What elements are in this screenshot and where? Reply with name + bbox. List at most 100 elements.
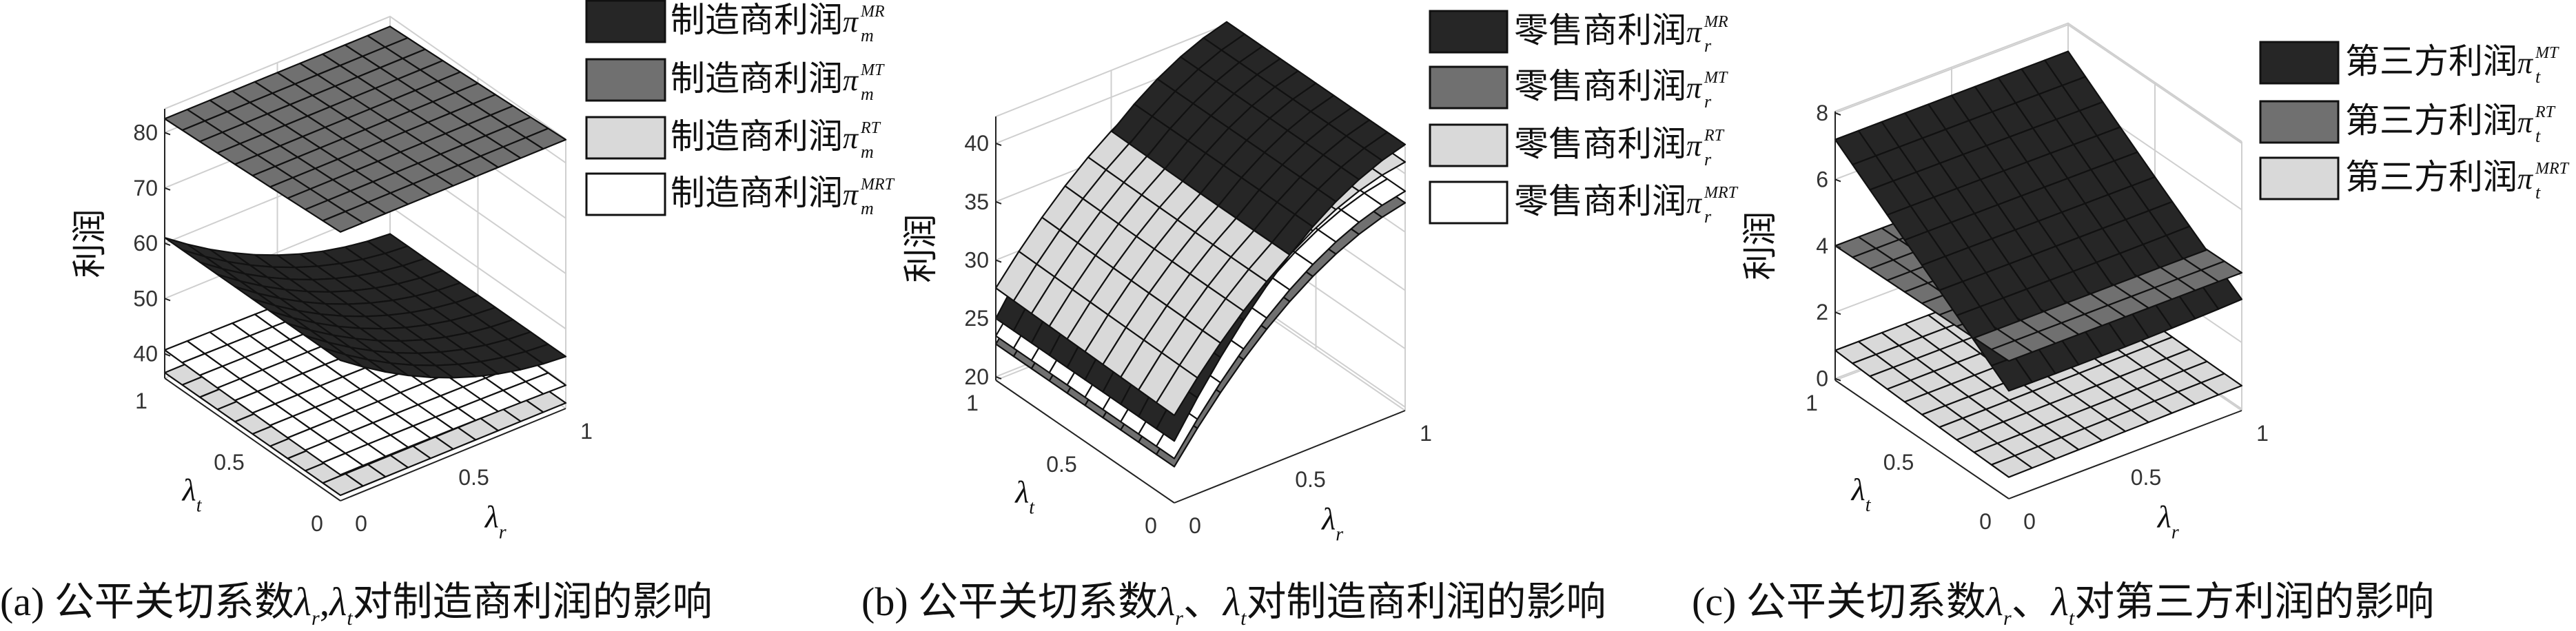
z-tick-label: 80 [133, 120, 158, 145]
caption-sub2: t [347, 607, 353, 630]
z-tick-label: 6 [1816, 167, 1828, 192]
caption-sub1: r [2003, 607, 2012, 630]
z-tick-label: 70 [133, 176, 158, 200]
z-axis-label: 利润 [901, 214, 940, 283]
legend-subscript: r [1704, 207, 1712, 227]
legend-swatch [1429, 180, 1509, 225]
lambda-t-axis [995, 380, 1175, 504]
lambda-r-tick-label: 0 [2023, 509, 2036, 534]
caption-sub2: t [1240, 607, 1247, 630]
lambda-symbol: λ [1014, 475, 1029, 510]
legend-swatch [2259, 100, 2340, 144]
legend-superscript: RT [860, 119, 881, 137]
legend-label: 第三方利润 [2345, 42, 2517, 81]
z-tick-label: 60 [133, 231, 158, 256]
pi-symbol: π [1686, 71, 1703, 105]
legend-swatch [585, 172, 666, 216]
legend-swatch [585, 116, 666, 160]
z-axis-label: 利润 [1741, 211, 1779, 280]
axis-subscript: t [1029, 497, 1035, 519]
legend-label: 零售商利润 [1514, 67, 1686, 105]
figure-caption: (c) 公平关切系数λr、λt对第三方利润的影响 [1692, 579, 2434, 630]
lambda-r-axis-label: λr [2156, 499, 2179, 544]
caption-text2: 对制造商利润的影响 [353, 579, 713, 624]
legend-superscript: RT [2535, 103, 2556, 121]
caption-var2: λ [2050, 579, 2069, 624]
axis-subscript: t [1865, 495, 1872, 516]
z-tick-label: 35 [964, 189, 989, 214]
lambda-symbol: λ [181, 473, 196, 508]
z-tick [164, 298, 171, 302]
z-tick [164, 132, 171, 136]
surface-cell-mrt [322, 452, 364, 476]
lambda-t-tick-label: 0.5 [1046, 452, 1076, 477]
caption-sub2: t [2069, 607, 2075, 630]
legend-superscript: MRT [2535, 160, 2570, 178]
legend-subscript: t [2535, 183, 2541, 203]
legend-superscript: MRT [860, 176, 895, 194]
lambda-symbol: λ [1320, 501, 1336, 536]
z-tick-label: 25 [964, 306, 989, 331]
legend-superscript: MT [860, 61, 885, 79]
caption-label: (c) [1692, 579, 1746, 624]
legend-swatch [1429, 65, 1509, 110]
z-tick-label: 20 [964, 364, 989, 389]
lambda-r-tick-label: 0 [1189, 513, 1201, 538]
z-tick [1834, 245, 1841, 249]
z-tick [995, 143, 1002, 147]
surface-cell-mr [322, 347, 364, 368]
pi-symbol: π [843, 178, 859, 211]
legend-label: 制造商利润 [671, 1, 843, 39]
legend-subscript: t [2535, 67, 2541, 87]
pi-symbol: π [843, 121, 859, 155]
lambda-t-tick-label: 0 [1979, 509, 1992, 534]
z-tick-label: 4 [1816, 234, 1828, 258]
legend-swatch [585, 0, 666, 43]
z-tick [164, 187, 171, 191]
legend-subscript: t [2535, 126, 2541, 146]
caption-label: (b) [861, 579, 918, 624]
legend-superscript: MR [1704, 13, 1728, 31]
lambda-r-tick-label: 0.5 [1295, 467, 1325, 492]
lambda-r-tick-label: 0.5 [458, 465, 489, 490]
z-tick-label: 40 [964, 131, 989, 156]
z-tick [995, 318, 1002, 322]
legend-subscript: r [1704, 36, 1712, 56]
legend-label: 制造商利润 [671, 59, 843, 98]
lambda-t-axis [1834, 380, 2010, 499]
caption-var1: λ [293, 579, 311, 624]
caption-var2: λ [1222, 579, 1240, 624]
lambda-t-tick-label: 1 [135, 389, 147, 413]
figure-caption: (a) 公平关切系数λr,λt对制造商利润的影响 [0, 579, 713, 630]
lambda-t-axis [164, 377, 341, 501]
lambda-t-axis-label: λt [1014, 475, 1035, 519]
lambda-r-tick-label: 1 [580, 419, 593, 444]
z-axis-label: 利润 [70, 209, 109, 278]
figure-caption: (b) 公平关切系数λr、λt对制造商利润的影响 [861, 579, 1606, 630]
axis-subscript: r [499, 521, 507, 543]
legend-label: 第三方利润 [2345, 101, 2517, 140]
legend-subscript: m [861, 25, 874, 45]
lambda-t-axis-label: λt [1850, 472, 1872, 516]
legend-subscript: r [1704, 92, 1712, 112]
caption-var1: λ [1985, 579, 2003, 624]
surface-cell-rt [1990, 340, 2033, 362]
lambda-symbol: λ [484, 499, 499, 534]
lambda-r-tick-label: 0.5 [2131, 465, 2161, 490]
z-tick [995, 375, 1002, 380]
z-tick [1834, 311, 1841, 316]
caption-sep: , [320, 579, 330, 624]
z-tick [995, 259, 1002, 263]
caption-sub1: r [1175, 607, 1183, 630]
pi-symbol: π [1686, 186, 1703, 220]
lambda-r-tick-label: 1 [1420, 421, 1432, 446]
legend-label: 零售商利润 [1514, 125, 1686, 163]
legend-swatch [1429, 10, 1509, 54]
